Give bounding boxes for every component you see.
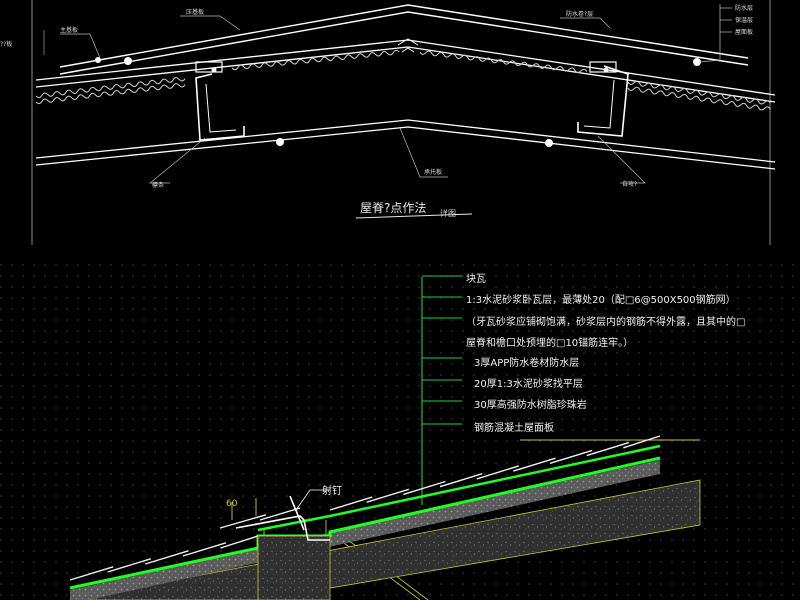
upper-panel-outer	[35, 39, 776, 96]
tile-stroke	[549, 449, 593, 464]
tile-stroke	[476, 465, 520, 480]
legend-line-6: 30厚高强防水树脂珍珠岩	[474, 398, 587, 411]
fastener-dot	[545, 139, 553, 147]
legend-line-1: 1:3水泥砂浆卧瓦层，最薄处20（配□6@500X500钢筋网）	[466, 293, 736, 306]
label-lower-mid: 承托板	[424, 168, 442, 176]
legend-line-0: 块瓦	[466, 273, 486, 285]
tile-stroke	[220, 535, 259, 549]
legend-line-7: 钢筋混凝土屋面板	[474, 421, 554, 434]
fastener-dot	[95, 57, 101, 63]
left-bracket-inner	[205, 83, 237, 133]
ridge-step-block	[257, 535, 331, 600]
roof-tiles	[69, 435, 661, 581]
ridge-leaders	[60, 4, 732, 184]
flashing-plate	[235, 515, 330, 541]
tile-stroke	[623, 435, 661, 449]
legend-line-5: 20厚1:3水泥砂浆找平层	[474, 377, 583, 390]
concrete-slab	[69, 479, 701, 600]
dimension-label: 60	[226, 499, 238, 509]
detail-title-suffix: 详图	[440, 208, 456, 218]
fastener-dot	[276, 138, 284, 146]
tile-stroke	[182, 542, 227, 557]
nail-leader	[295, 489, 330, 511]
label-top-left-b: 压基板	[186, 8, 204, 16]
tile-stroke	[259, 507, 301, 521]
corrugation-center	[231, 49, 588, 74]
nail-label: 射钉	[322, 485, 342, 497]
label-lower-right: 自攻?	[622, 180, 637, 188]
fastener-dot	[211, 67, 217, 73]
label-right-stack-2: 屋面板	[735, 28, 753, 36]
tile-stroke	[329, 496, 373, 511]
tile-stroke	[219, 514, 267, 529]
detail-title: 屋脊?点作法	[360, 201, 426, 215]
nail-icon	[289, 495, 305, 531]
upper-panel-inner	[35, 46, 776, 103]
right-bracket	[577, 65, 629, 137]
ridge-detail: ??板 主基板 压基板 防水卷?层 防水层 保温层 屋面板 檩条 承托板 自攻?…	[0, 0, 776, 245]
legend-line-3: 屋脊和檐口处预埋的□10锚筋连牢。）	[466, 336, 633, 349]
lower-panel-inner	[35, 126, 776, 170]
tile-stroke	[366, 488, 410, 503]
label-top-right-a: 防水卷?层	[566, 10, 593, 18]
tile-stroke	[439, 473, 483, 488]
tile-stroke	[513, 457, 556, 472]
tile-stroke	[586, 441, 630, 457]
label-lower-left: 檩条	[152, 181, 164, 189]
legend-line-2: （牙瓦砂浆应铺砌饱满，砂浆层内的钢筋不得外露，且其中的□	[466, 315, 745, 328]
right-clip	[589, 61, 617, 73]
corrugation-left	[35, 77, 186, 105]
title-underline	[355, 213, 473, 219]
tile-stroke	[69, 566, 114, 581]
ridge-peak-mark	[397, 38, 419, 53]
ridge-cap-inner	[59, 11, 749, 75]
tile-stroke	[144, 550, 189, 565]
legend-line-4: 3厚APP防水卷材防水层	[474, 356, 579, 369]
waterproof-membrane-upper	[257, 444, 661, 532]
right-bracket-inner	[583, 79, 615, 129]
legend-underlines	[422, 275, 462, 425]
fastener-dot	[124, 57, 132, 65]
left-bracket	[195, 73, 245, 141]
fastener-dot	[603, 67, 609, 73]
tile-stroke	[403, 480, 446, 496]
left-clip	[195, 61, 223, 73]
left-edge-label: ??板	[0, 40, 12, 48]
lower-panel-outer	[35, 119, 776, 163]
label-top-left-a: 主基板	[60, 26, 78, 34]
insulation-layer	[70, 460, 660, 600]
corrugation-right	[627, 80, 771, 111]
tile-stroke	[107, 558, 152, 573]
label-right-stack-0: 防水层	[735, 4, 753, 12]
roof-section-detail: 块瓦 1:3水泥砂浆卧瓦层，最薄处20（配□6@500X500钢筋网） （牙瓦砂…	[69, 273, 745, 600]
label-right-stack-1: 保温层	[735, 16, 753, 24]
fastener-dot	[693, 58, 701, 66]
ridge-cap-outer	[59, 4, 749, 68]
